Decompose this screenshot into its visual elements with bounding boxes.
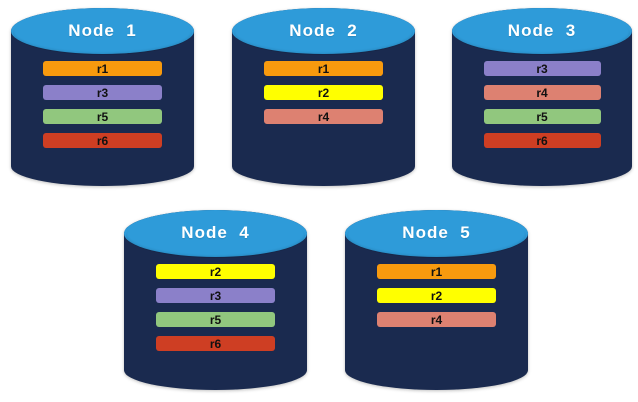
replica-stack: r1 r3 r5 r6 <box>43 61 162 149</box>
replica-bar[interactable]: r1 <box>264 61 383 77</box>
replica-bar[interactable]: r6 <box>483 133 601 149</box>
replica-bar[interactable]: r4 <box>483 85 601 101</box>
node-label: Node 3 <box>507 21 577 41</box>
replica-bar[interactable]: r2 <box>377 288 496 303</box>
node-cylinder-1[interactable]: Node 1 r1 r3 r5 r6 <box>11 8 194 186</box>
replica-stack: r2 r3 r5 r6 <box>156 264 275 351</box>
cylinder-top-ellipse <box>232 8 415 55</box>
node-label: Node 5 <box>402 223 471 243</box>
replica-bar[interactable]: r3 <box>483 61 601 77</box>
replica-bar[interactable]: r6 <box>156 336 275 351</box>
replica-bar[interactable]: r3 <box>156 288 275 303</box>
node-cylinder-3[interactable]: Node 3 r3 r4 r5 r6 <box>452 8 632 186</box>
replica-bar[interactable]: r4 <box>264 109 383 125</box>
replica-bar[interactable]: r5 <box>43 109 162 125</box>
replica-stack: r3 r4 r5 r6 <box>483 61 601 149</box>
node-cylinder-4[interactable]: Node 4 r2 r3 r5 r6 <box>124 210 307 390</box>
replica-bar[interactable]: r2 <box>156 264 275 279</box>
replica-stack: r1 r2 r4 <box>264 61 383 125</box>
cylinder-top-ellipse <box>452 8 632 55</box>
replica-bar[interactable]: r3 <box>43 85 162 101</box>
node-cylinder-2[interactable]: Node 2 r1 r2 r4 <box>232 8 415 186</box>
node-label: Node 4 <box>181 223 250 243</box>
cylinder-top-ellipse <box>11 8 194 55</box>
replica-bar[interactable]: r4 <box>377 312 496 327</box>
replica-bar[interactable]: r6 <box>43 133 162 149</box>
cylinder-top-ellipse <box>124 210 307 257</box>
cylinder-top-ellipse <box>345 210 528 257</box>
replica-bar[interactable]: r1 <box>377 264 496 279</box>
replica-bar[interactable]: r1 <box>43 61 162 77</box>
replica-bar[interactable]: r5 <box>156 312 275 327</box>
node-label: Node 1 <box>68 21 137 41</box>
node-label: Node 2 <box>289 21 358 41</box>
replica-bar[interactable]: r2 <box>264 85 383 101</box>
node-cylinder-5[interactable]: Node 5 r1 r2 r4 <box>345 210 528 390</box>
replica-bar[interactable]: r5 <box>483 109 601 125</box>
replica-stack: r1 r2 r4 <box>377 264 496 327</box>
